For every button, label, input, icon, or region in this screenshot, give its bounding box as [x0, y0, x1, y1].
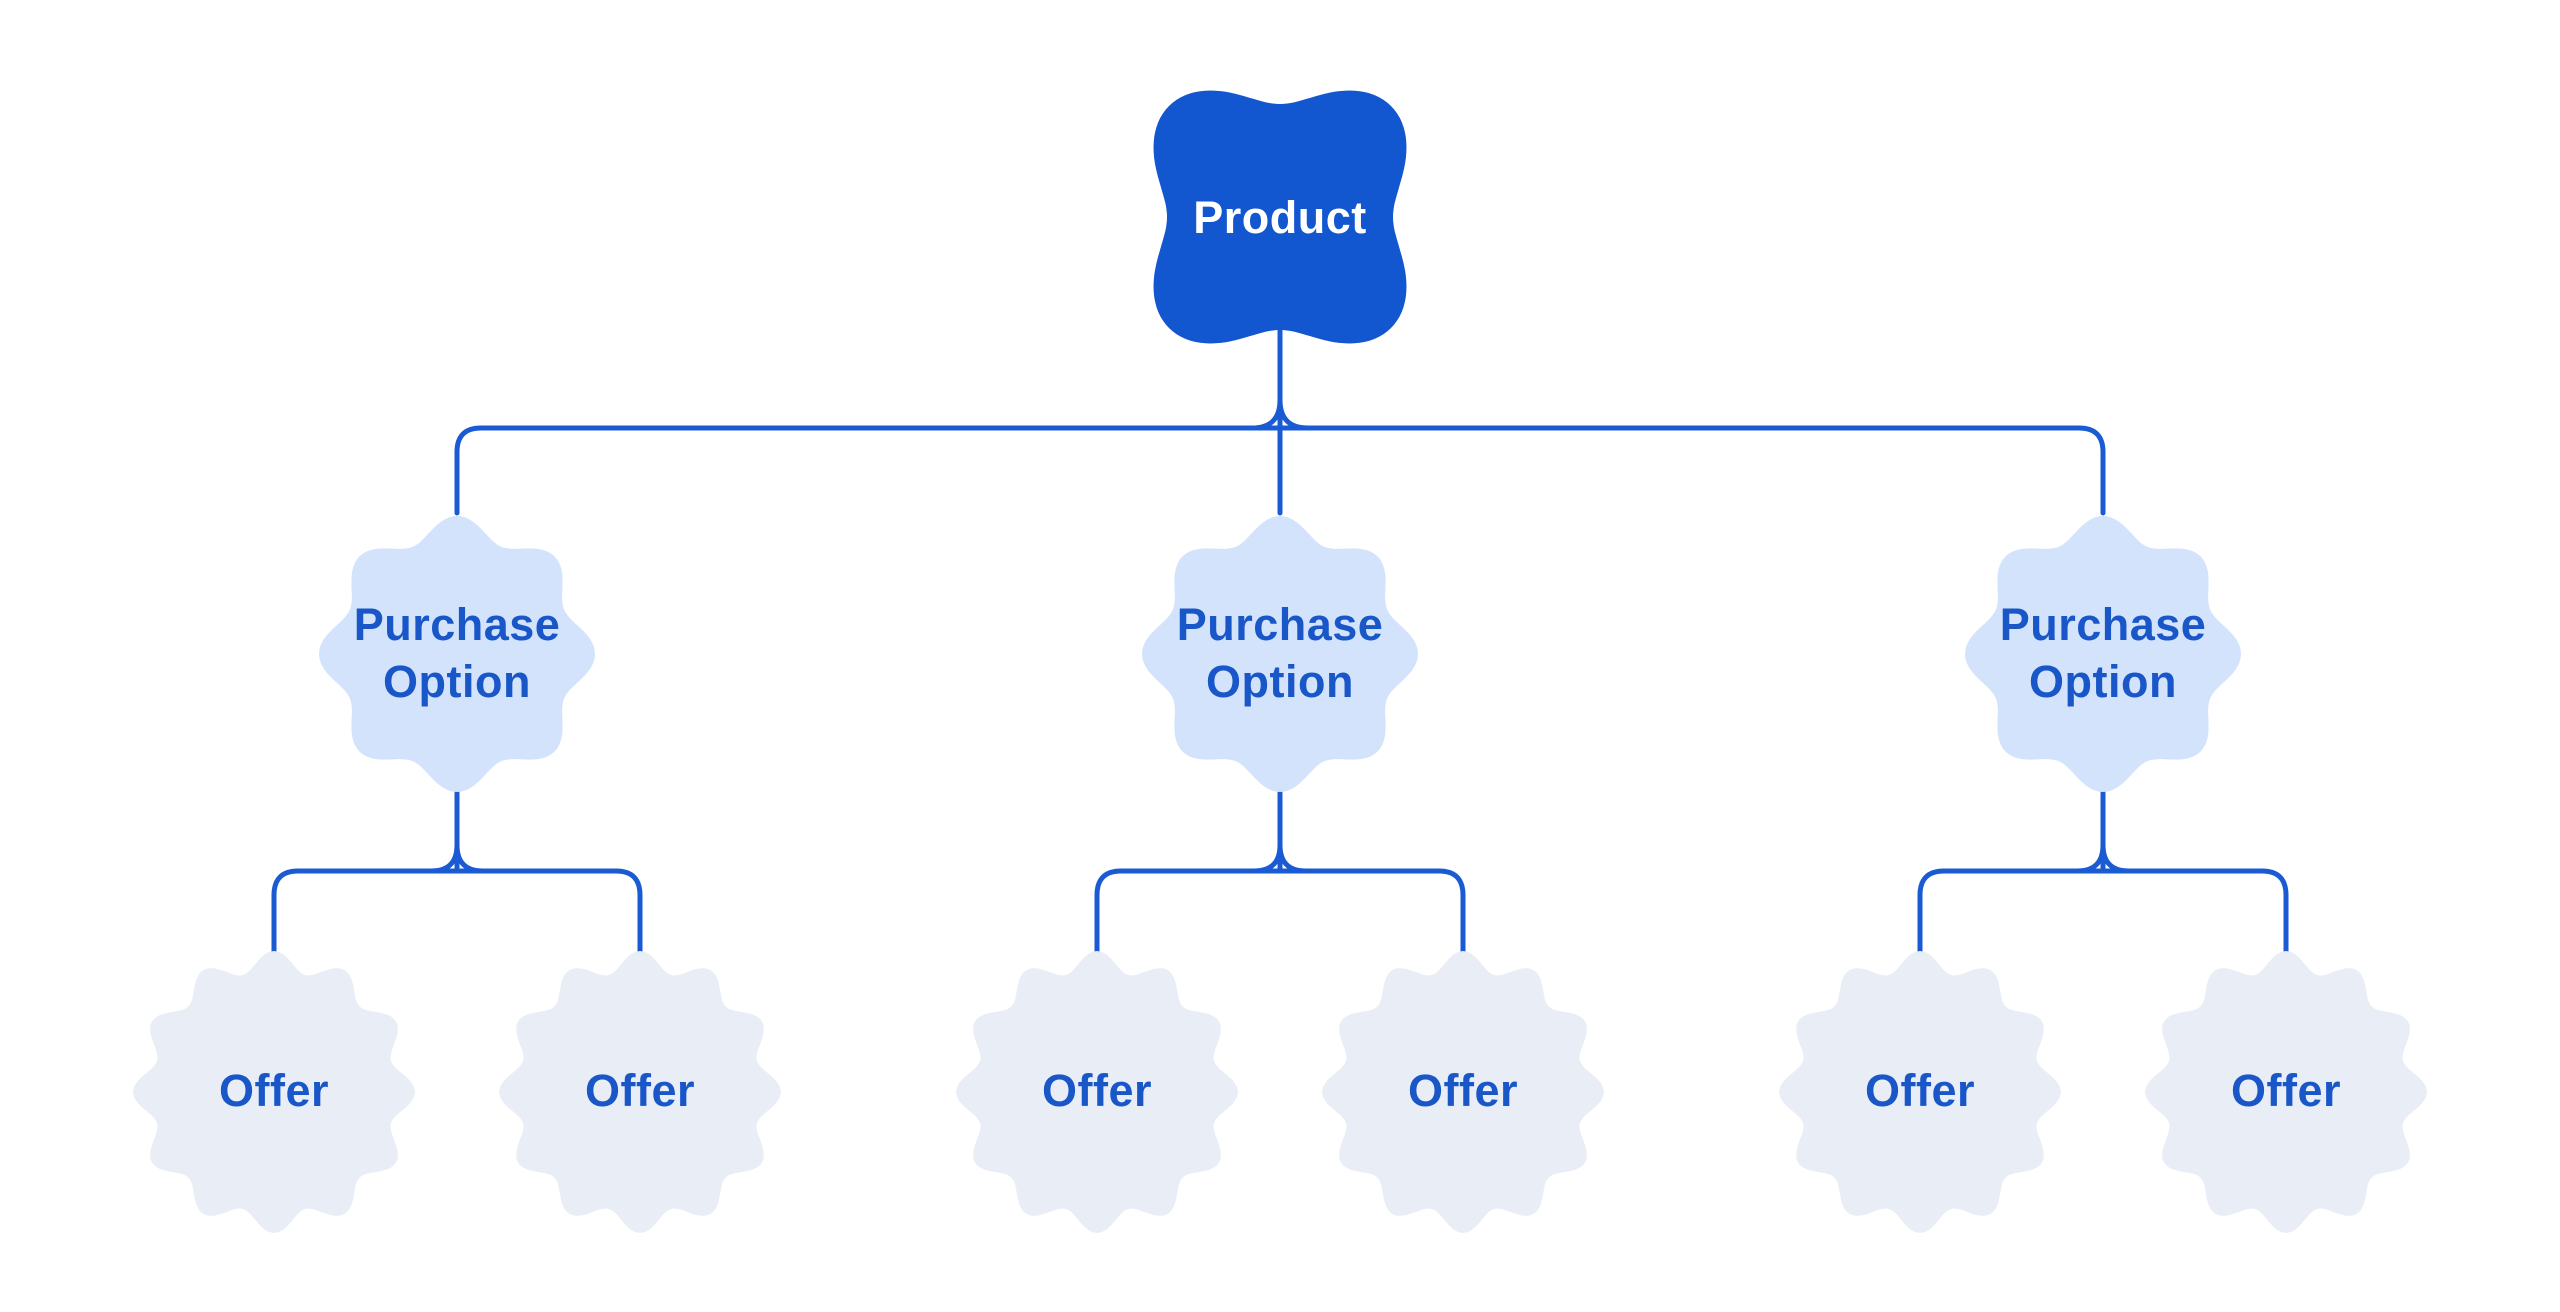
purchase-option-label-0: Purchase Option [353, 599, 561, 707]
product-node-shape [1153, 90, 1407, 344]
offer-shape-3 [1322, 951, 1604, 1233]
connector-group2-rail [1917, 868, 2289, 954]
connector-group2-fillet-right [2100, 842, 2132, 874]
connector-root-fillet-right [1277, 397, 1311, 431]
offer-label-4: Offer [1864, 1065, 1976, 1116]
offer-label-5: Offer [2230, 1065, 2342, 1116]
purchase-option-shape-0 [319, 516, 595, 792]
connectors [271, 328, 2289, 954]
offer-label-1: Offer [584, 1065, 696, 1116]
purchase-option-label-1: Purchase Option [1176, 599, 1384, 707]
offer-label-0: Offer [218, 1065, 330, 1116]
offer-shape-1 [499, 951, 781, 1233]
offer-shape-4 [1779, 951, 2061, 1233]
connector-group2-fillet-left [2074, 842, 2106, 874]
connector-group0-rail [271, 868, 643, 954]
connector-group0-fillet-right [454, 842, 486, 874]
connector-group0-fillet-left [428, 842, 460, 874]
offer-shape-5 [2145, 951, 2427, 1233]
purchase-option-label-2: Purchase Option [1999, 599, 2207, 707]
product-node-label: Product [1193, 192, 1367, 243]
offer-shape-2 [956, 951, 1238, 1233]
connector-group1-rail [1094, 868, 1466, 954]
connector-group1-fillet-left [1251, 842, 1283, 874]
purchase-option-shape-2 [1965, 516, 2241, 792]
connector-root-fillet-left [1249, 397, 1283, 431]
offer-label-2: Offer [1041, 1065, 1153, 1116]
offer-label-3: Offer [1407, 1065, 1519, 1116]
connector-group1-fillet-right [1277, 842, 1309, 874]
offer-shape-0 [133, 951, 415, 1233]
connector-root-rail [454, 425, 2106, 516]
purchase-option-shape-1 [1142, 516, 1418, 792]
